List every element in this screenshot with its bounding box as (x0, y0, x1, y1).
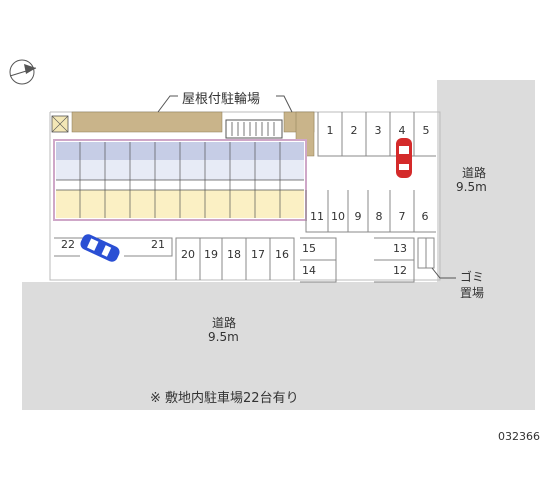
road-corner (420, 282, 440, 410)
garbage-label-2: 置場 (460, 286, 485, 300)
slot-20: 20 (181, 248, 195, 261)
road-right (437, 80, 535, 410)
slot-21: 21 (151, 238, 165, 251)
slot-3: 3 (374, 124, 382, 137)
bike-parking-label: 屋根付駐輪場 (182, 92, 261, 107)
slot-7: 7 (398, 210, 406, 223)
red-car-icon (396, 138, 412, 178)
map-id: 032366 (498, 430, 540, 443)
blue-car-icon (80, 234, 120, 262)
slot-16: 16 (275, 248, 289, 261)
hedge-top (71, 111, 223, 133)
slot-22: 22 (61, 238, 75, 251)
road-bottom-name: 道路 (212, 316, 237, 330)
slot-4: 4 (398, 124, 406, 137)
road-bottom-width: 9.5m (208, 330, 239, 344)
slot-8: 8 (375, 210, 383, 223)
slot-10: 10 (331, 210, 345, 223)
bike-label-bracket (157, 95, 178, 113)
slot-18: 18 (227, 248, 241, 261)
slot-15: 15 (302, 242, 316, 255)
slot-2: 2 (350, 124, 358, 137)
compass-icon (9, 59, 37, 85)
slot-12: 12 (393, 264, 407, 277)
road-right-name: 道路 (462, 166, 487, 180)
parking-note: ※ 敷地内駐車場22台有り (150, 391, 299, 406)
slot-11: 11 (310, 210, 324, 223)
slot-13: 13 (393, 242, 407, 255)
garbage-label-1: ゴミ (460, 270, 485, 284)
slot-6: 6 (421, 210, 429, 223)
slot-17: 17 (251, 248, 265, 261)
road-bottom (22, 282, 438, 410)
slot-1: 1 (326, 124, 334, 137)
slot-9: 9 (354, 210, 362, 223)
slot-19: 19 (204, 248, 218, 261)
slot-14: 14 (302, 264, 316, 277)
road-right-width: 9.5m (456, 180, 487, 194)
slot-5: 5 (422, 124, 430, 137)
